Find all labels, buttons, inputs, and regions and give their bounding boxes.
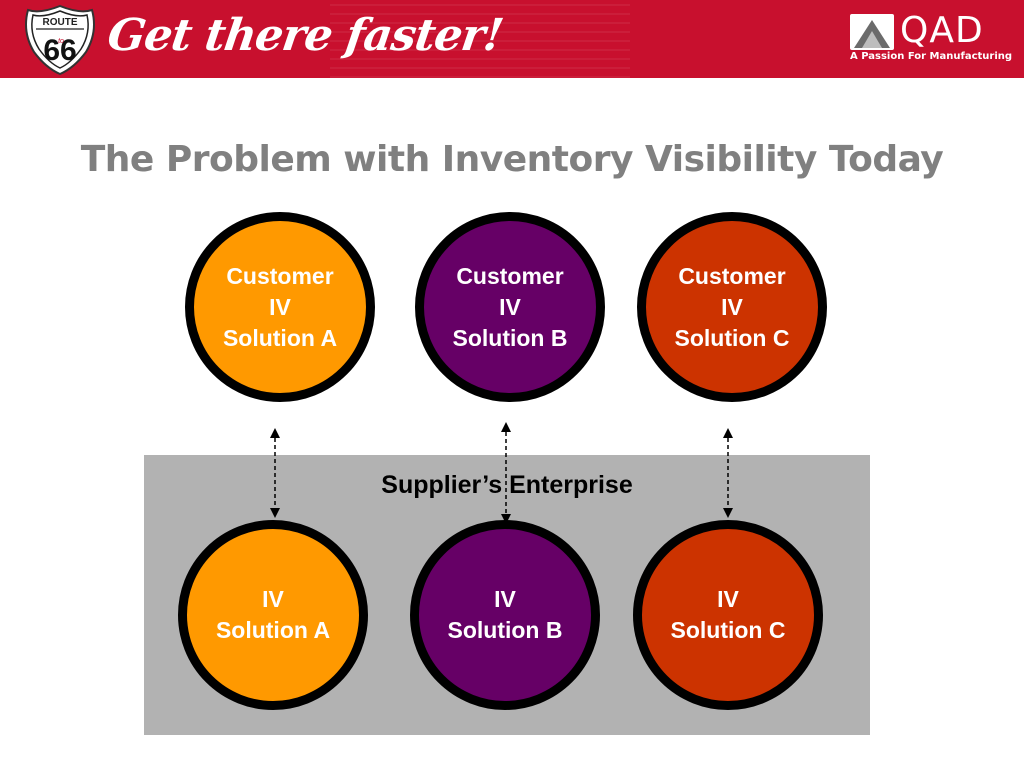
customer-node-b-line-1: Customer — [456, 262, 564, 289]
supplier-node-b-line-1: IV — [494, 586, 516, 612]
connector-a-arrow-up — [270, 428, 280, 438]
customer-node-a-line-3: Solution A — [222, 324, 338, 351]
customer-node-b-line-2: IV — [499, 293, 521, 320]
supplier-node-b-line-2: Solution B — [447, 617, 563, 643]
connector-c-arrow-down — [723, 508, 733, 518]
qad-logo-icon — [850, 14, 894, 50]
supplier-node-c-label: IV Solution C — [671, 584, 786, 646]
customer-node-c: Customer IV Solution C — [637, 212, 827, 402]
route-sign-top-text: ROUTE — [43, 17, 78, 28]
supplier-node-a-label: IV Solution A — [216, 584, 330, 646]
qad-slogan: A Passion For Manufacturing — [850, 51, 1013, 62]
customer-node-a-label: Customer IV Solution A — [223, 261, 337, 354]
customer-node-c-line-3: Solution C — [674, 324, 790, 351]
page-title: The Problem with Inventory Visibility To… — [80, 139, 944, 180]
connector-b-arrow-down — [501, 514, 511, 524]
customer-node-b: Customer IV Solution B — [415, 212, 605, 402]
customer-node-c-line-2: IV — [721, 293, 743, 320]
supplier-node-a-line-2: Solution A — [215, 617, 331, 643]
route-66-shield-logo: ROUTE 66 to — [25, 4, 95, 76]
connector-b-arrow-up — [501, 422, 511, 432]
supplier-node-c-line-2: Solution C — [670, 617, 786, 643]
supplier-node-b-label: IV Solution B — [448, 584, 563, 646]
header-banner: ROUTE 66 to Get there faster! QAD A Pass… — [0, 0, 1024, 78]
route-sign-number: 66 — [43, 34, 76, 67]
supplier-enterprise-label: Supplier’s Enterprise — [381, 471, 633, 499]
route-sign-small-text: to — [58, 38, 64, 45]
supplier-node-a-line-1: IV — [262, 586, 284, 612]
qad-logo-name: QAD — [900, 10, 984, 51]
customer-node-b-line-3: Solution B — [452, 324, 568, 351]
connector-a-arrow-down — [270, 508, 280, 518]
customer-node-a-line-2: IV — [269, 293, 291, 320]
customer-node-c-label: Customer IV Solution C — [675, 261, 790, 354]
customer-node-a-line-1: Customer — [226, 262, 334, 289]
customer-node-a: Customer IV Solution A — [185, 212, 375, 402]
customer-node-c-line-1: Customer — [678, 262, 786, 289]
supplier-node-b: IV Solution B — [410, 520, 600, 710]
banner-texture — [330, 0, 630, 78]
supplier-node-c: IV Solution C — [633, 520, 823, 710]
supplier-node-a: IV Solution A — [178, 520, 368, 710]
supplier-node-c-line-1: IV — [717, 586, 739, 612]
customer-node-b-label: Customer IV Solution B — [453, 261, 568, 354]
connector-c-arrow-up — [723, 428, 733, 438]
